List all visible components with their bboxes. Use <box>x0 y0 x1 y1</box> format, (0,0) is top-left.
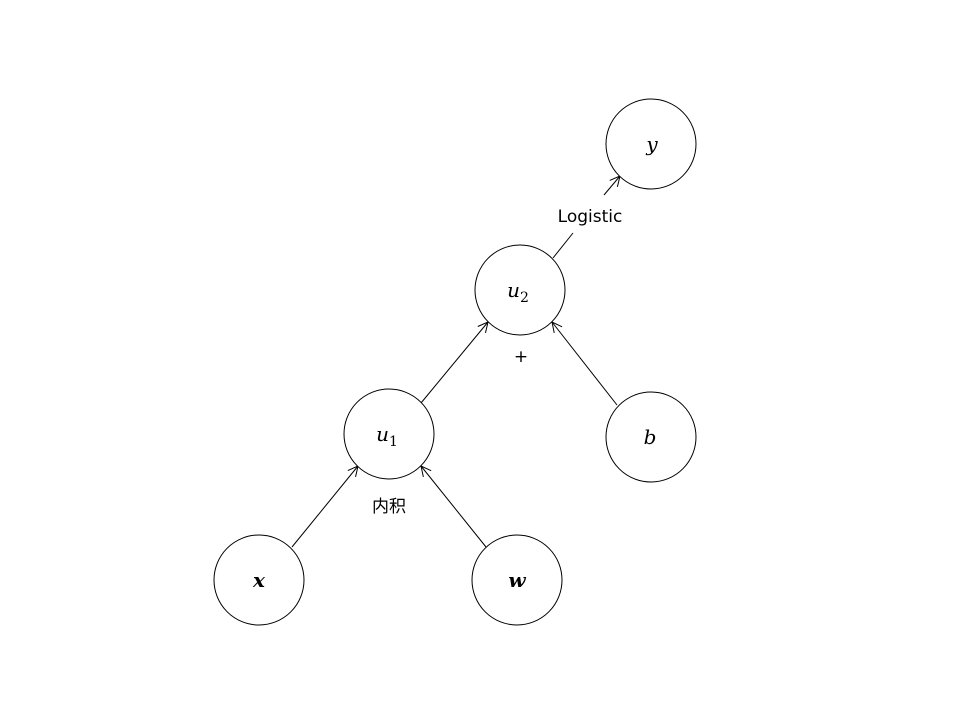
node-y-label: y <box>645 132 658 156</box>
node-x: x <box>213 534 305 626</box>
edge-w-to-u1 <box>421 466 487 548</box>
op-inner-product-label: 内积 <box>372 497 406 517</box>
node-u2-label: u2 <box>507 278 529 306</box>
edge-x-to-u1 <box>291 466 358 548</box>
node-w-label: w <box>508 568 526 592</box>
node-u1: u1 <box>343 388 435 480</box>
op-add-label: + <box>514 347 528 367</box>
edge-u1-to-u2 <box>420 322 488 404</box>
edge-b-to-u2 <box>552 322 618 406</box>
op-logistic-label: Logistic <box>558 207 623 227</box>
node-b-label: b <box>644 425 657 449</box>
edge-u2-to-y-arrow <box>603 176 620 196</box>
node-u1-label: u1 <box>376 422 398 450</box>
node-u2: u2 <box>474 244 566 336</box>
node-y: y <box>605 98 697 190</box>
node-x-label: x <box>252 568 266 592</box>
node-b: b <box>605 391 697 483</box>
node-w: w <box>471 534 563 626</box>
edge-u2-to-y <box>552 232 574 259</box>
